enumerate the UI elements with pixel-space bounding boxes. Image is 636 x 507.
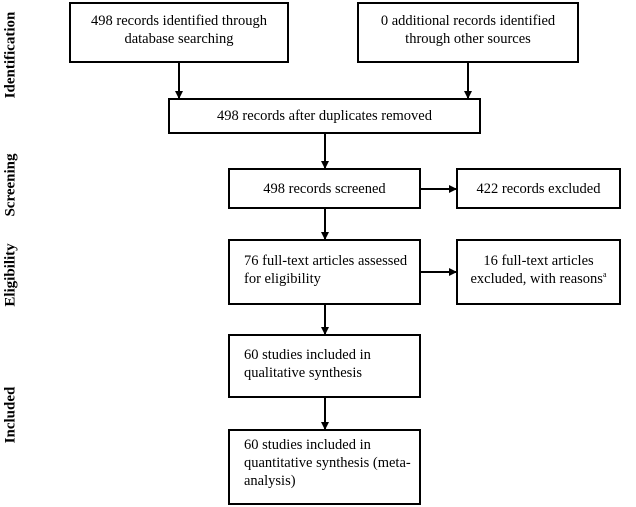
box-text-line: analysis) xyxy=(244,473,296,489)
box-database-records: 498 records identified through database … xyxy=(69,2,289,63)
box-text-line: through other sources xyxy=(405,31,531,47)
box-text-line: quantitative synthesis (meta- xyxy=(244,455,411,471)
box-fulltext-excluded: 16 full-text articles excluded, with rea… xyxy=(456,239,621,305)
box-text-line: 422 records excluded xyxy=(476,181,601,197)
box-text-line: 76 full-text articles assessed xyxy=(244,253,408,269)
box-text-segment: excluded, with reasons xyxy=(470,271,603,287)
box-text-line: 60 studies included in xyxy=(244,347,371,363)
box-text-line: qualitative synthesis xyxy=(244,365,362,381)
box-text-line: 498 records identified through xyxy=(91,13,267,29)
box-after-duplicates: 498 records after duplicates removed xyxy=(168,98,481,134)
footnote-marker: a xyxy=(602,270,607,280)
box-text-line: 0 additional records identified xyxy=(380,13,556,29)
box-fulltext-assessed: 76 full-text articles assessed for eligi… xyxy=(228,239,421,305)
box-qualitative-synthesis: 60 studies included in qualitative synth… xyxy=(228,334,421,398)
box-text-line: 60 studies included in xyxy=(244,437,371,453)
box-text-line: database searching xyxy=(124,31,234,47)
box-text-line: 498 records screened xyxy=(263,181,386,197)
box-records-excluded: 422 records excluded xyxy=(456,168,621,209)
box-records-screened: 498 records screened xyxy=(228,168,421,209)
box-text-line: for eligibility xyxy=(244,271,321,287)
box-text-line: 16 full-text articles xyxy=(483,253,594,269)
box-quantitative-synthesis: 60 studies included in quantitative synt… xyxy=(228,429,421,505)
box-text-line: excluded, with reasonsa xyxy=(464,270,613,288)
box-text-line: 498 records after duplicates removed xyxy=(217,108,432,124)
box-other-sources: 0 additional records identified through … xyxy=(357,2,579,63)
